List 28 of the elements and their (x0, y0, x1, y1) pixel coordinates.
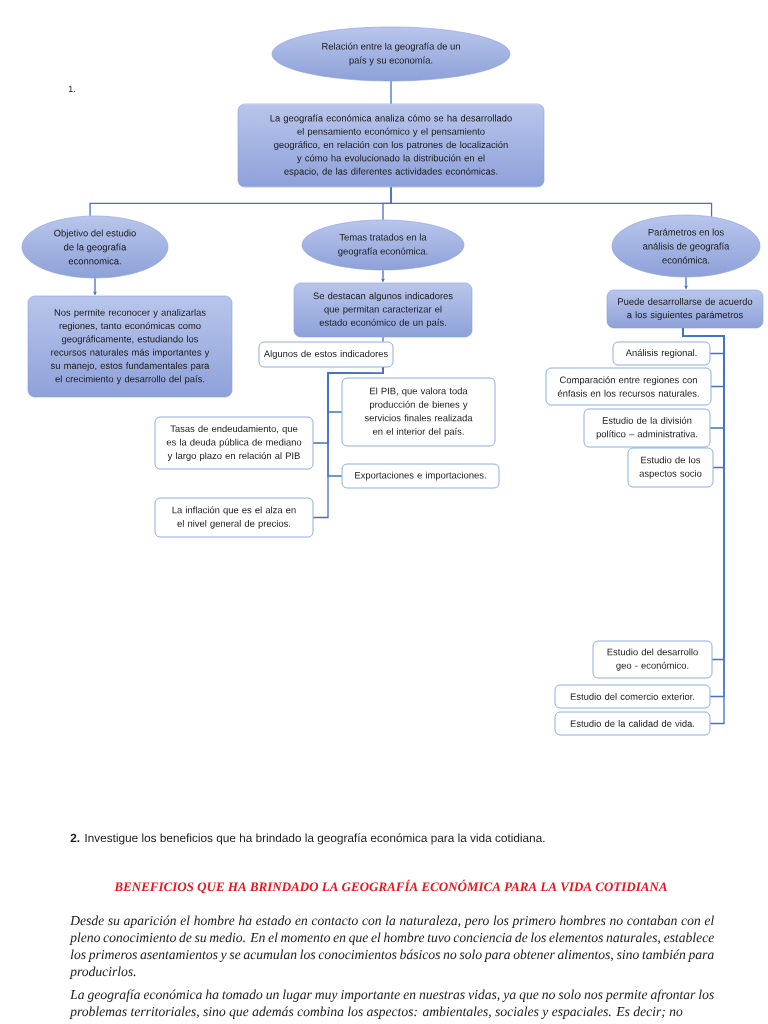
item-box: Análisis regional. (612, 341, 711, 366)
connector-line (390, 80, 392, 105)
item-box: Tasas de endeudamiento, que es la deuda pública de mediano y largo plazo en relación al PIB (154, 416, 314, 470)
paragraph: Desde su aparición el hombre ha estado en contacto con la naturaleza, pero los primero hombres no contaban con el pleno conocimiento de su medio. En el momento en que el hombre tuvo conciencia de los elementos naturales, establece los primeros asentamientos y se acumulan los conocimientos básicos no solo para obtener alimentos, sino también para producirlos. (69, 915, 714, 979)
item-box: Algunos de estos indicadores (258, 341, 394, 368)
arrow (684, 276, 688, 290)
connector-line (382, 336, 384, 343)
item-box: Estudio del desarrollo geo - económico. (592, 640, 713, 679)
summary-box: Se destacan algunos indicadores que permitan caracterizar el estado económico de un país. (293, 282, 473, 338)
item-box: Estudio del comercio exterior. (554, 684, 711, 709)
list-number: 1. (68, 85, 75, 92)
summary-box: Nos permite reconocer y analizarlas regiones, tanto económicas como geográficamente, estudiando los recursos naturales más importantes y su manejo, estos fundamentales para el crecimiento y desarrollo del país. (27, 295, 233, 398)
item-box: El PIB, que valora toda producción de bienes y servicios finales realizada en el interior del país. (341, 377, 496, 447)
arrow (93, 277, 97, 296)
question-text: 2. Investigue los beneficios que ha brindado la geografía económica para la vida cotidiana. (70, 833, 545, 845)
section-heading: BENEFICIOS QUE HA BRINDADO LA GEOGRAFÍA ECONÓMICA PARA LA VIDA COTIDIANA (114, 879, 667, 894)
connector-line (390, 186, 713, 218)
item-box: Comparación entre regiones con énfasis en los recursos naturales. (545, 367, 712, 406)
item-box: Exportaciones e importaciones. (341, 463, 500, 489)
item-box: Estudio de la calidad de vida. (554, 711, 711, 736)
connector-line (312, 366, 384, 519)
item-box: Estudio de la división político – administrativa. (583, 408, 711, 448)
arrow (381, 269, 385, 283)
summary-box: La geografía económica analiza cómo se ha desarrollado el pensamiento económico y el pensamiento geográfico, en relación con los patrones de localización y cómo ha evolucionado la distribución en el espacio, de las diferentes actividades económicas. (237, 103, 545, 188)
item-box: Estudio de los aspectos socio (627, 447, 714, 488)
summary-box: Puede desarrollarse de acuerdo a los siguientes parámetros (606, 289, 764, 329)
item-box: La inflación que es el alza en el nivel general de precios. (154, 497, 314, 538)
paragraph: La geografía económica ha tomado un lugar muy importante en nuestras vidas, ya que no solo nos permite afrontar los problemas territoriales, sino que además combina los aspectos: ambientales, sociales y espaciales. Es decir; no (69, 989, 714, 1019)
